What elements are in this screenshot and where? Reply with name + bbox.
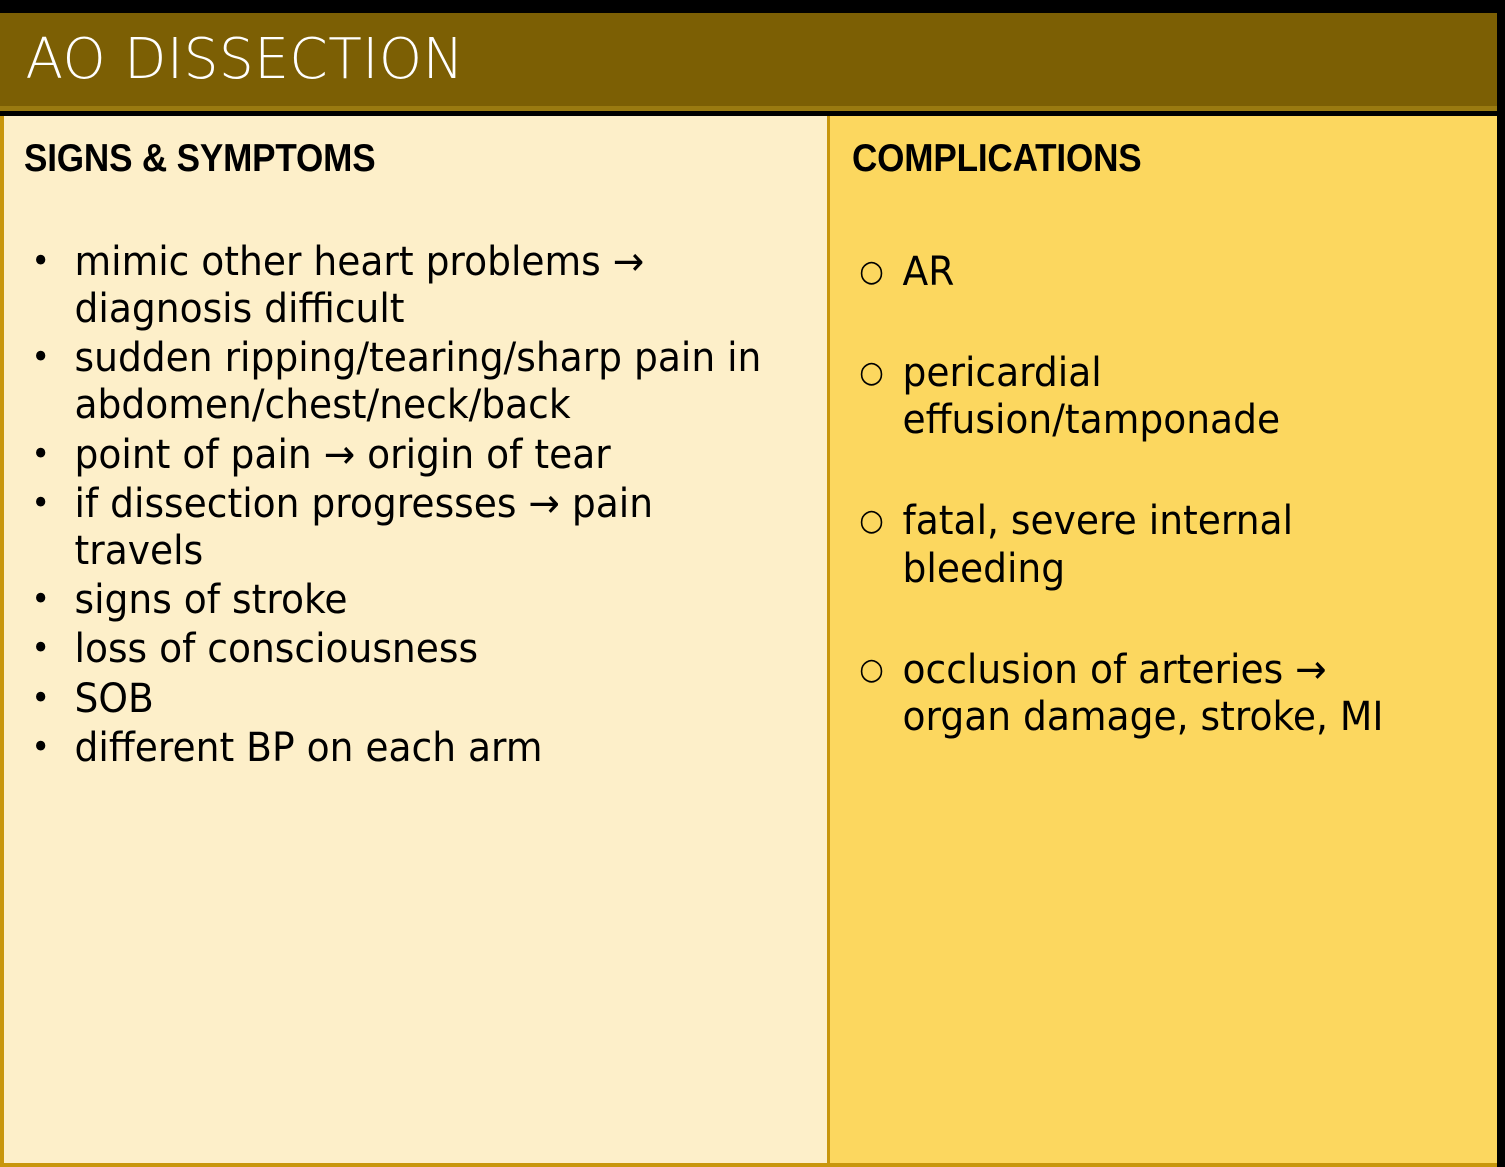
list-item: • mimic other heart problems → diagnosis … [20,239,765,333]
complications-bullet-icon: ○ [859,651,884,687]
signs-section-heading: SIGNS & SYMPTOMS [24,137,376,180]
signs-bullet-icon: • [31,628,51,669]
signs-bullet-list: • mimic other heart problems → diagnosis … [20,239,813,772]
column-signs-and-symptoms: SIGNS & SYMPTOMS • mimic other heart prob… [4,116,827,1163]
list-item: • point of pain → origin of tear [20,432,765,479]
signs-bullet-icon: • [31,433,51,474]
list-item: ○ occlusion of arteries → organ damage, s… [848,647,1443,741]
signs-bullet-icon: • [31,337,51,378]
list-item-label: sudden ripping/tearing/sharp pain in abd… [74,335,762,429]
list-item-label: point of pain → origin of tear [74,431,611,478]
list-item: • signs of stroke [20,577,765,624]
list-item-label: mimic other heart problems → diagnosis d… [74,238,645,333]
complications-bullet-icon: ○ [859,355,884,391]
list-item: ○ pericardial effusion/tamponade [848,350,1443,444]
list-item-label: signs of stroke [74,577,348,624]
signs-bullet-icon: • [31,579,51,620]
list-item-label: loss of consciousness [74,626,479,673]
signs-bullet-icon: • [31,482,51,523]
list-item: • loss of consciousness [20,626,765,673]
signs-bullet-icon: • [31,677,51,718]
content-table: SIGNS & SYMPTOMS • mimic other heart prob… [0,116,1497,1167]
list-item: ○ fatal, severe internal bleeding [848,498,1443,592]
complications-bullet-icon: ○ [859,503,884,539]
list-item-label: AR [902,248,955,295]
complications-section-heading: COMPLICATIONS [852,137,1142,180]
right-arrow-icon: → [1295,646,1327,693]
list-item-label: SOB [74,675,154,722]
page-title: AO DISSECTION [25,26,465,92]
complications-bullet-list: ○ AR ○ pericardial effusion/tamponade ○ fatal… [848,249,1481,741]
list-item: • if dissection progresses → pain travels [20,481,765,575]
column-complications: COMPLICATIONS ○ AR ○ pericardial effusion/t… [827,116,1497,1163]
right-arrow-icon: → [528,480,560,527]
list-item-label: different BP on each arm [74,724,543,771]
list-item-label: fatal, severe internal bleeding [902,498,1294,592]
list-item-label: occlusion of arteries → organ damage, st… [902,646,1384,741]
signs-bullet-icon: • [31,726,51,767]
right-arrow-icon: → [323,431,356,478]
complications-bullet-icon: ○ [859,253,884,289]
list-item: • SOB [20,676,765,723]
list-item-label: if dissection progresses → pain travels [74,480,654,575]
list-item: ○ AR [848,249,1443,296]
signs-bullet-icon: • [31,240,51,281]
right-arrow-icon: → [612,238,645,285]
list-item: • sudden ripping/tearing/sharp pain in ab… [20,335,765,429]
list-item: • different BP on each arm [20,725,765,772]
list-item-label: pericardial effusion/tamponade [902,350,1281,444]
slide-title-bar: AO DISSECTION [0,13,1497,111]
